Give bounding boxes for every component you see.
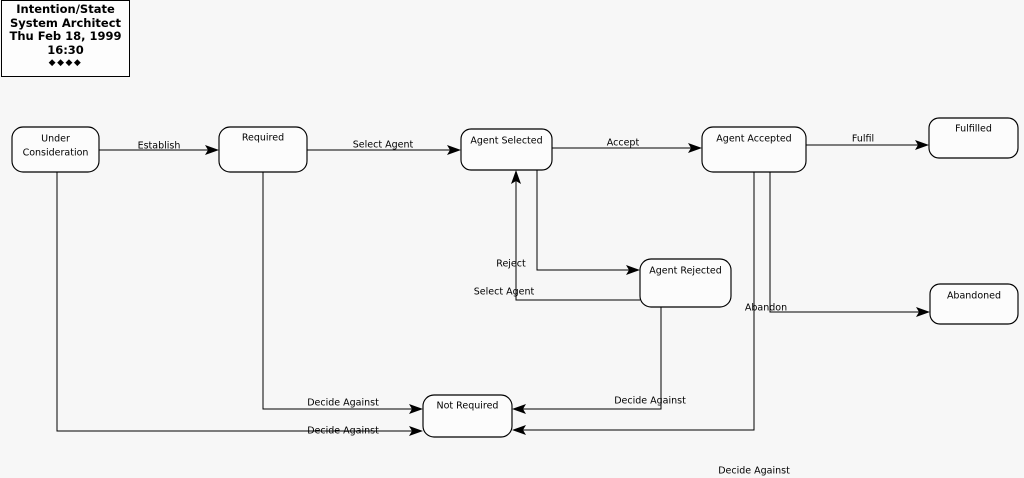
edge-establish [99,145,219,155]
state-label-agent-rejected: Agent Rejected [649,266,721,277]
state-label-under-consideration-line2: Consideration [23,148,89,159]
diagram-time: 16:30 [47,42,84,57]
edge-label-fulfil: Fulfil [852,134,874,145]
edge-select-agent-return [511,170,640,301]
state-label-not-required: Not Required [437,401,499,412]
edge-fulfil [806,140,929,150]
state-node-agent-selected[interactable]: Agent Selected [460,128,553,171]
edge-label-decide-against-accepted: Decide Against [718,466,790,477]
edge-abandon [769,172,930,317]
state-label-required: Required [242,133,284,144]
edge-reject [536,170,640,275]
diagram-date: Thu Feb 18, 1999 [9,29,122,43]
state-node-under-consideration[interactable]: Under Consideration [11,126,100,173]
state-node-agent-accepted[interactable]: Agent Accepted [701,126,807,173]
edge-label-accept: Accept [607,138,640,149]
edge-decide-against-required [262,172,423,414]
edge-decide-against-rejected [512,307,662,414]
edge-label-decide-against-required: Decide Against [307,398,379,409]
edge-label-decide-against-under-consideration: Decide Against [307,426,379,437]
edge-label-abandon: Abandon [745,303,787,314]
state-label-under-consideration-line1: Under [41,134,70,145]
state-node-agent-rejected[interactable]: Agent Rejected [639,258,732,308]
state-node-abandoned[interactable]: Abandoned [929,283,1019,325]
state-node-not-required[interactable]: Not Required [422,394,513,438]
edge-label-select-agent-return: Select Agent [474,287,535,298]
edge-label-select-agent: Select Agent [353,140,414,151]
edge-decide-against-accepted [512,172,755,435]
edge-label-decide-against-rejected: Decide Against [614,396,686,407]
diagram-title: Intention/State [16,2,115,16]
edge-accept [552,143,702,153]
title-block: Intention/State System Architect Thu Feb… [1,0,130,77]
tool-name: System Architect [9,15,122,30]
edge-label-establish: Establish [138,141,181,152]
edge-label-reject: Reject [496,259,526,270]
state-label-agent-accepted: Agent Accepted [716,134,791,145]
state-label-agent-selected: Agent Selected [470,136,542,147]
state-node-required[interactable]: Required [218,126,308,173]
edge-decide-against-under-consideration [56,172,423,436]
page-marker-dots: ◆◆◆◆ [48,58,83,68]
edge-select-agent [307,145,461,155]
state-label-fulfilled: Fulfilled [955,124,992,135]
state-node-fulfilled[interactable]: Fulfilled [928,117,1019,159]
state-label-abandoned: Abandoned [947,291,1001,302]
